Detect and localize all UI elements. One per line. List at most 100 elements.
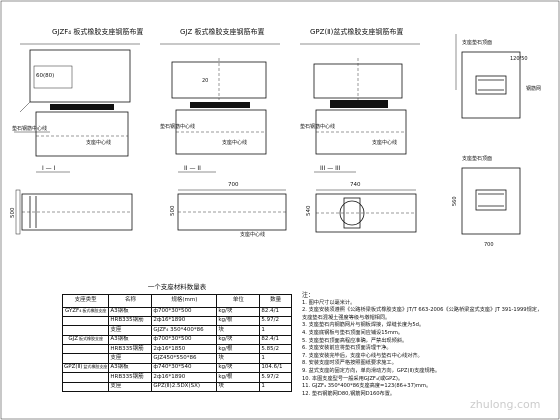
- note-item: 5. 支座垫石顶面高程应准确，严禁出现倾斜。: [302, 337, 408, 344]
- cell-qty: 1: [259, 325, 292, 336]
- right-label-2: 钢筋网: [526, 85, 541, 92]
- cell-unit: kg/块: [216, 306, 261, 317]
- material-table-block: 一个支座材料数量表 支座类型 名称 规格(mm) 单位 数量 GYZF₄板式橡胶…: [61, 283, 292, 393]
- cell-type-sub: 板式橡胶支座: [79, 336, 103, 342]
- th-qty: 数量: [259, 293, 292, 308]
- pad-outline-1: [33, 65, 73, 89]
- cell-type: [61, 315, 110, 327]
- cell-type: [61, 381, 110, 393]
- section-label-3: III — III: [320, 165, 341, 172]
- cell-name: HRB335钢筋: [108, 372, 153, 383]
- cell-qty: 5.97/2: [259, 372, 292, 383]
- right-plan-2-inner: [475, 189, 507, 211]
- dim-740-3: 740: [350, 182, 361, 188]
- cell-type: [61, 344, 110, 355]
- right-dim-3: 560: [452, 196, 458, 206]
- cell-unit: kg/根: [216, 315, 261, 327]
- cell-spec: GPZ(Ⅱ)2.5DX(SX): [151, 381, 218, 393]
- right-label-1: 支座垫石顶面: [462, 39, 492, 46]
- cell-type-main: GJZ: [68, 336, 78, 343]
- note-item: 4. 支座底钢板与垫石顶面间应铺设15mm。: [302, 329, 404, 336]
- cell-spec: ф700*30*500: [151, 306, 218, 317]
- th-name: 名称: [108, 293, 153, 308]
- cell-unit: 块: [216, 353, 261, 364]
- cell-type-sub: 板式橡胶支座: [82, 307, 107, 313]
- section-label-1: I — I: [42, 165, 56, 172]
- dim-700-2: 700: [228, 182, 239, 188]
- pier-cap-1: [35, 111, 129, 157]
- table-title: 一个支座材料数量表: [147, 283, 207, 291]
- cell-qty: 1: [259, 381, 292, 393]
- view-title-gjzf: GJZF₄ 板式橡胶支座钢筋布置: [52, 27, 143, 36]
- cell-spec: GJZF₄ 350*400*86: [151, 325, 218, 336]
- cell-qty: 1: [259, 353, 292, 364]
- notes-list: 1. 图中尺寸以毫米计。2. 支座安装须遵照《公路桥梁板式橡胶支座》JT/T 6…: [302, 300, 552, 399]
- cell-spec: ф740*30*540: [151, 362, 218, 374]
- label-bearing-2: 垫石钢筋中心线: [160, 123, 195, 130]
- right-label-1b: 支座垫石顶面: [462, 155, 492, 162]
- cell-qty: 82.4/1: [259, 334, 292, 346]
- cell-qty: 5.85/2: [259, 344, 292, 355]
- leader-1a: [19, 101, 31, 113]
- bearing-plate-1: [50, 104, 114, 110]
- notes-heading: 注：: [302, 292, 315, 299]
- cell-name: A3钢板: [108, 362, 153, 374]
- note-item: 10. 本图支座型号一般采用GJZF₄(或GPZ)。: [302, 375, 404, 382]
- view-title-gpz: GPZ(Ⅱ)盆式橡胶支座钢筋布置: [310, 27, 403, 36]
- note-item: 9. 盆式支座的固定方向，单向滑动方向，GPZ(Ⅱ)支座规格。: [302, 367, 441, 374]
- table-header-row: 支座类型 名称 规格(mm) 单位 数量: [61, 293, 292, 308]
- note-item: 1. 图中尺寸以毫米计。: [302, 299, 356, 306]
- label-support-3: 支座中心线: [372, 139, 397, 146]
- beam-elevation-1: [29, 49, 131, 103]
- dim-20-2: 20: [202, 78, 208, 84]
- cell-name: HRB335钢筋: [108, 315, 153, 327]
- cell-name: 支座: [108, 381, 153, 393]
- cell-type-main: GYZF₄: [64, 307, 82, 314]
- dim-6080: 60(80): [36, 73, 54, 79]
- label-support-2: 支座中心线: [222, 139, 247, 146]
- dim-500-2: 500: [170, 205, 176, 216]
- cell-type: GYZF₄板式橡胶支座: [61, 306, 110, 317]
- cell-spec: 2ф16*1890: [151, 372, 218, 383]
- dim-500-1: 500: [10, 207, 16, 218]
- cell-qty: 104.6/1: [259, 362, 292, 374]
- note-item: 6. 支座安装前应将垫石顶面清理干净。: [302, 345, 392, 352]
- cell-type: [61, 353, 110, 364]
- cell-spec: GJZ450*550*86: [151, 353, 218, 364]
- dim-540-3: 540: [306, 205, 312, 216]
- note-item: 3. 支座垫石内钢筋网片与钢板焊接，焊缝长度为5d。: [302, 322, 425, 329]
- cell-qty: 82.4/1: [259, 306, 292, 317]
- th-type: 支座类型: [61, 293, 110, 308]
- right-dim-2: 700: [484, 242, 494, 248]
- th-unit: 单位: [216, 293, 261, 308]
- label-bearing-3: 垫石钢筋中心线: [300, 123, 335, 130]
- cell-name: 支座: [108, 325, 153, 336]
- cell-unit: kg/块: [216, 334, 261, 346]
- cell-type-sub: 盆式橡胶支座: [83, 364, 108, 370]
- label-support-2b: 支座中心线: [240, 231, 265, 238]
- section1-edge: [15, 189, 21, 235]
- th-spec: 规格(mm): [151, 293, 218, 308]
- cell-unit: kg/块: [216, 362, 261, 374]
- notes-block: 注： 1. 图中尺寸以毫米计。2. 支座安装须遵照《公路桥梁板式橡胶支座》JT/…: [302, 292, 552, 398]
- right-dim-1: 120/50: [510, 56, 528, 62]
- cell-unit: kg/根: [216, 372, 261, 383]
- right-plan-2: [461, 167, 521, 235]
- right-plan-1: [461, 51, 521, 119]
- bearing-plate-2: [190, 102, 250, 108]
- label-bearing-1: 垫石钢筋中心线: [12, 125, 47, 132]
- note-item: 11. GJZF₄ 350*400*86支座高度=123(86+37)mm。: [302, 383, 432, 390]
- cell-type: GJZ板式橡胶支座: [61, 334, 110, 346]
